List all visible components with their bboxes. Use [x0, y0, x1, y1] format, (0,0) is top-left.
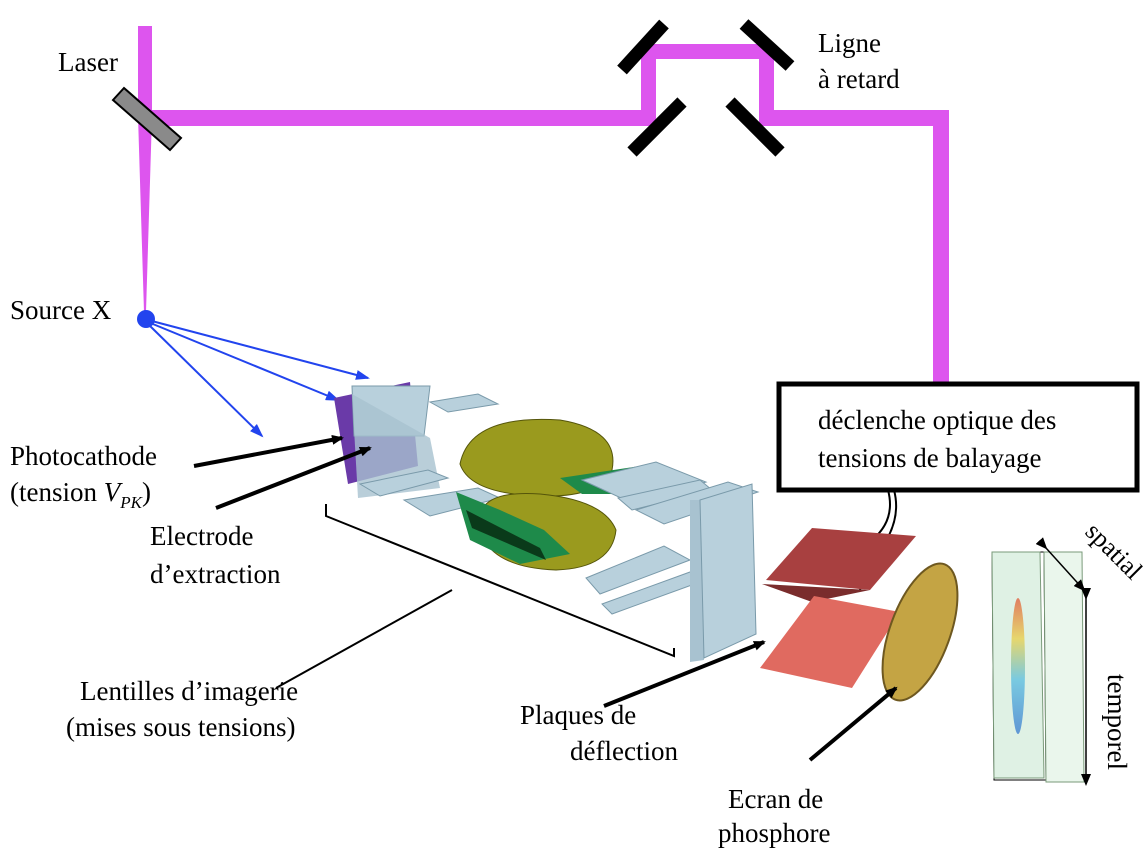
label-delay-line-2: à retard [818, 64, 900, 94]
label-plates-1: Plaques de [520, 700, 636, 730]
label-photocathode-2-sub: PK [119, 493, 143, 512]
label-photocathode-1: Photocathode [10, 441, 157, 471]
label-photocathode-2-var: V [104, 477, 124, 507]
xray-source [137, 310, 370, 438]
label-screen-2: phosphore [718, 818, 830, 848]
label-laser: Laser [58, 47, 118, 77]
label-delay-line-1: Ligne [818, 28, 881, 58]
label-screen-1: Ecran de [728, 784, 823, 814]
label-electrode-2: d’extraction [150, 559, 281, 589]
label-lenses-1: Lentilles d’imagerie [80, 676, 298, 706]
label-lenses-2: (mises sous tensions) [66, 712, 296, 742]
label-temporal: temporel [1102, 674, 1132, 770]
laser-beam [138, 26, 949, 384]
label-spatial: spatial [1080, 517, 1143, 586]
output-image [991, 537, 1091, 786]
phosphor-screen [881, 562, 959, 702]
label-photocathode-2: (tension VPK) [10, 477, 151, 512]
label-source-x: Source X [10, 295, 112, 325]
lenses-bracket [325, 504, 675, 658]
delay-line-mirrors [617, 19, 795, 157]
label-electrode-1: Electrode [150, 521, 253, 551]
pointer-arrows [193, 434, 898, 762]
label-photocathode-2-prefix: (tension [10, 477, 104, 507]
label-trigger-2: tensions de balayage [818, 443, 1041, 473]
label-plates-2: déflection [570, 736, 678, 766]
label-photocathode-2-suffix: ) [142, 477, 151, 507]
deflection-plates [760, 528, 916, 688]
label-trigger-1: déclenche optique des [818, 405, 1056, 435]
imaging-lenses [351, 385, 760, 662]
laser-mirror [111, 86, 183, 152]
trigger-box [776, 381, 1140, 591]
